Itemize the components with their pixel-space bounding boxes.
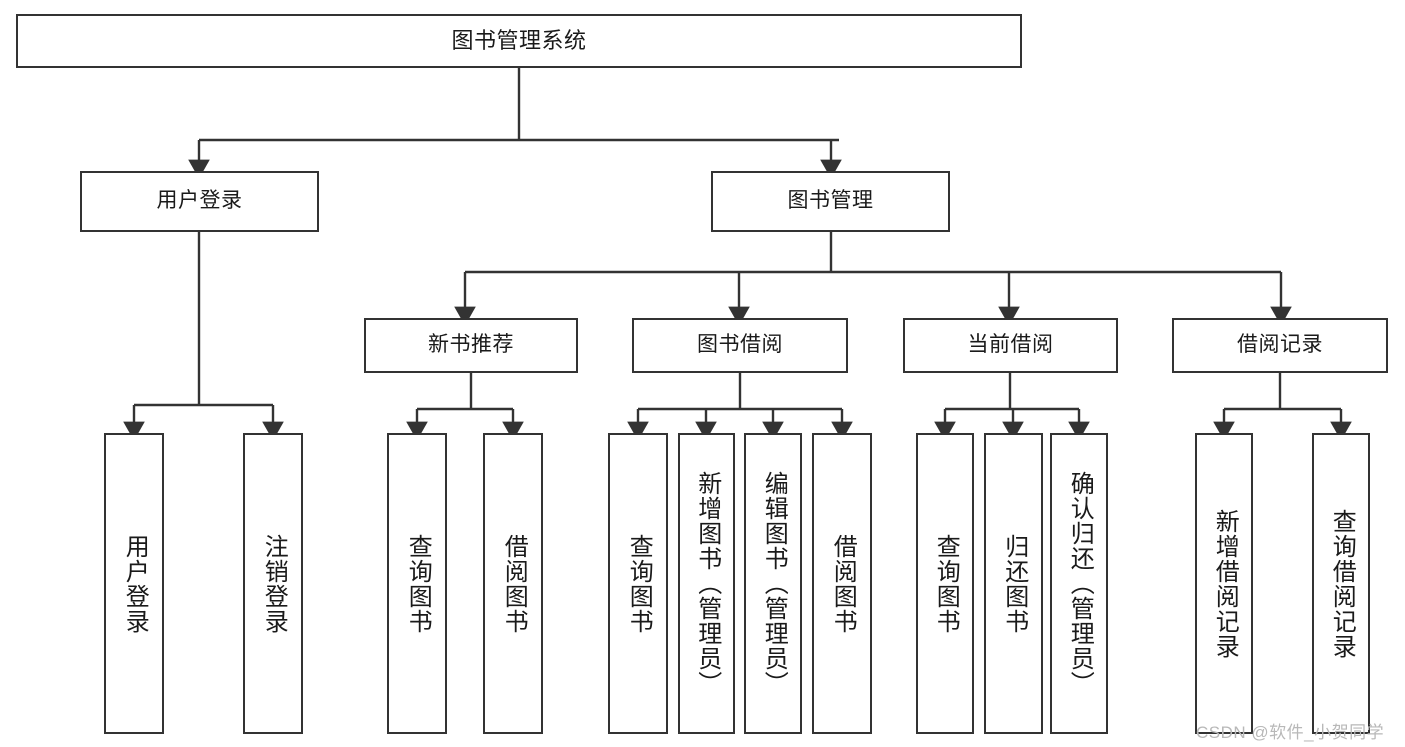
node-book-borrow[interactable]: 图书借阅	[632, 318, 848, 373]
leaf-add-book-admin-label: 新增图书（管理员）	[693, 471, 721, 696]
node-new-book-recommend[interactable]: 新书推荐	[364, 318, 578, 373]
node-book-borrow-label: 图书借阅	[697, 333, 783, 357]
leaf-query-book-current-label: 查询图书	[932, 533, 960, 634]
node-book-management[interactable]: 图书管理	[711, 171, 950, 232]
node-user-login-label: 用户登录	[156, 189, 243, 213]
node-user-login[interactable]: 用户登录	[80, 171, 319, 232]
leaf-borrow-book-recommend-label: 借阅图书	[500, 533, 528, 634]
leaf-borrow-book[interactable]: 借阅图书	[812, 433, 872, 734]
leaf-confirm-return-admin-label: 确认归还（管理员）	[1066, 471, 1094, 696]
leaf-add-borrow-record-label: 新增借阅记录	[1211, 508, 1239, 659]
node-borrow-record[interactable]: 借阅记录	[1172, 318, 1388, 373]
node-book-management-label: 图书管理	[787, 189, 874, 213]
watermark: CSDN @软件_小贺同学	[1196, 723, 1385, 742]
node-current-borrow-label: 当前借阅	[967, 333, 1054, 357]
leaf-add-borrow-record[interactable]: 新增借阅记录	[1195, 433, 1253, 734]
leaf-edit-book-admin-label: 编辑图书（管理员）	[760, 471, 788, 696]
leaf-user-login-label: 用户登录	[121, 533, 149, 634]
leaf-query-borrow-record-label: 查询借阅记录	[1328, 508, 1356, 659]
node-root-label: 图书管理系统	[451, 28, 587, 54]
leaf-query-book[interactable]: 查询图书	[608, 433, 668, 734]
node-new-book-recommend-label: 新书推荐	[428, 333, 514, 357]
leaf-query-book-recommend-label: 查询图书	[404, 533, 432, 634]
leaf-logout[interactable]: 注销登录	[243, 433, 303, 734]
leaf-query-book-recommend[interactable]: 查询图书	[387, 433, 447, 734]
leaf-borrow-book-label: 借阅图书	[829, 533, 857, 634]
leaf-add-book-admin[interactable]: 新增图书（管理员）	[678, 433, 735, 734]
node-borrow-record-label: 借阅记录	[1237, 333, 1323, 357]
leaf-confirm-return-admin[interactable]: 确认归还（管理员）	[1050, 433, 1108, 734]
leaf-query-borrow-record[interactable]: 查询借阅记录	[1312, 433, 1370, 734]
node-current-borrow[interactable]: 当前借阅	[903, 318, 1118, 373]
leaf-return-book-label: 归还图书	[1000, 533, 1028, 634]
node-root[interactable]: 图书管理系统	[16, 14, 1022, 68]
leaf-query-book-label: 查询图书	[625, 533, 653, 634]
leaf-user-login[interactable]: 用户登录	[104, 433, 164, 734]
leaf-logout-label: 注销登录	[260, 533, 288, 634]
leaf-edit-book-admin[interactable]: 编辑图书（管理员）	[744, 433, 802, 734]
leaf-borrow-book-recommend[interactable]: 借阅图书	[483, 433, 543, 734]
leaf-return-book[interactable]: 归还图书	[984, 433, 1043, 734]
leaf-query-book-current[interactable]: 查询图书	[916, 433, 974, 734]
